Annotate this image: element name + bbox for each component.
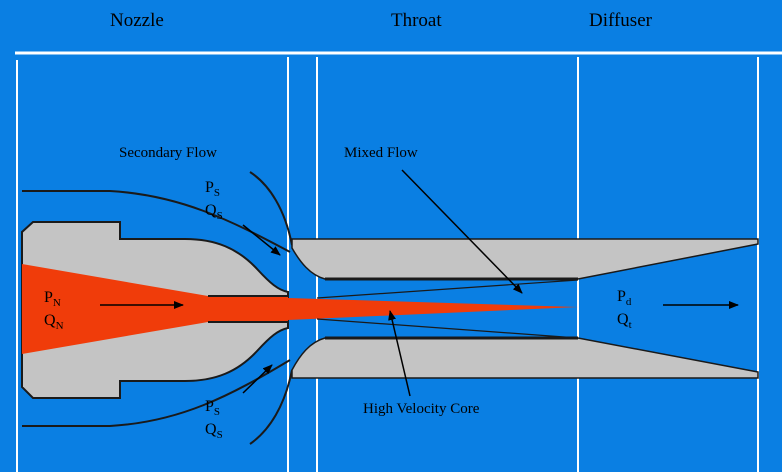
- secondary-flow-top-inner-curve: [249, 171, 293, 246]
- symbol-discharge-pressure: Pd: [617, 288, 632, 308]
- label-high-velocity-core: High Velocity Core: [363, 401, 480, 417]
- label-secondary-flow: Secondary Flow: [119, 145, 217, 161]
- symbol-discharge-flow: Qt: [617, 311, 632, 331]
- suction-arrow-bottom: [242, 364, 273, 394]
- mixed-flow-pointer: [401, 169, 523, 294]
- high-velocity-core: [288, 298, 578, 320]
- section-diffuser: Diffuser: [589, 10, 653, 31]
- symbol-inlet-pressure: PN: [44, 289, 61, 309]
- core-pointer: [388, 310, 411, 397]
- symbol-suction-pressure-bottom: PS: [205, 398, 220, 418]
- label-mixed-flow: Mixed Flow: [344, 145, 418, 161]
- symbol-inlet-flow: QN: [44, 312, 64, 332]
- symbol-suction-flow-top: QS: [205, 202, 223, 222]
- secondary-flow-bottom-inner-curve: [249, 369, 293, 445]
- throat-bottom-wall: [291, 337, 759, 379]
- throat-top-wall: [291, 238, 759, 280]
- section-nozzle: Nozzle: [110, 10, 164, 31]
- mixing-boundary-top: [316, 279, 579, 299]
- suction-arrow-top: [242, 224, 281, 256]
- nozzle-core: [22, 264, 288, 354]
- symbol-suction-pressure-top: PS: [205, 179, 220, 199]
- symbol-suction-flow-bottom: QS: [205, 421, 223, 441]
- section-throat: Throat: [391, 10, 442, 31]
- mixing-boundary-bottom: [316, 318, 579, 339]
- secondary-flow-top-curve: [22, 190, 291, 253]
